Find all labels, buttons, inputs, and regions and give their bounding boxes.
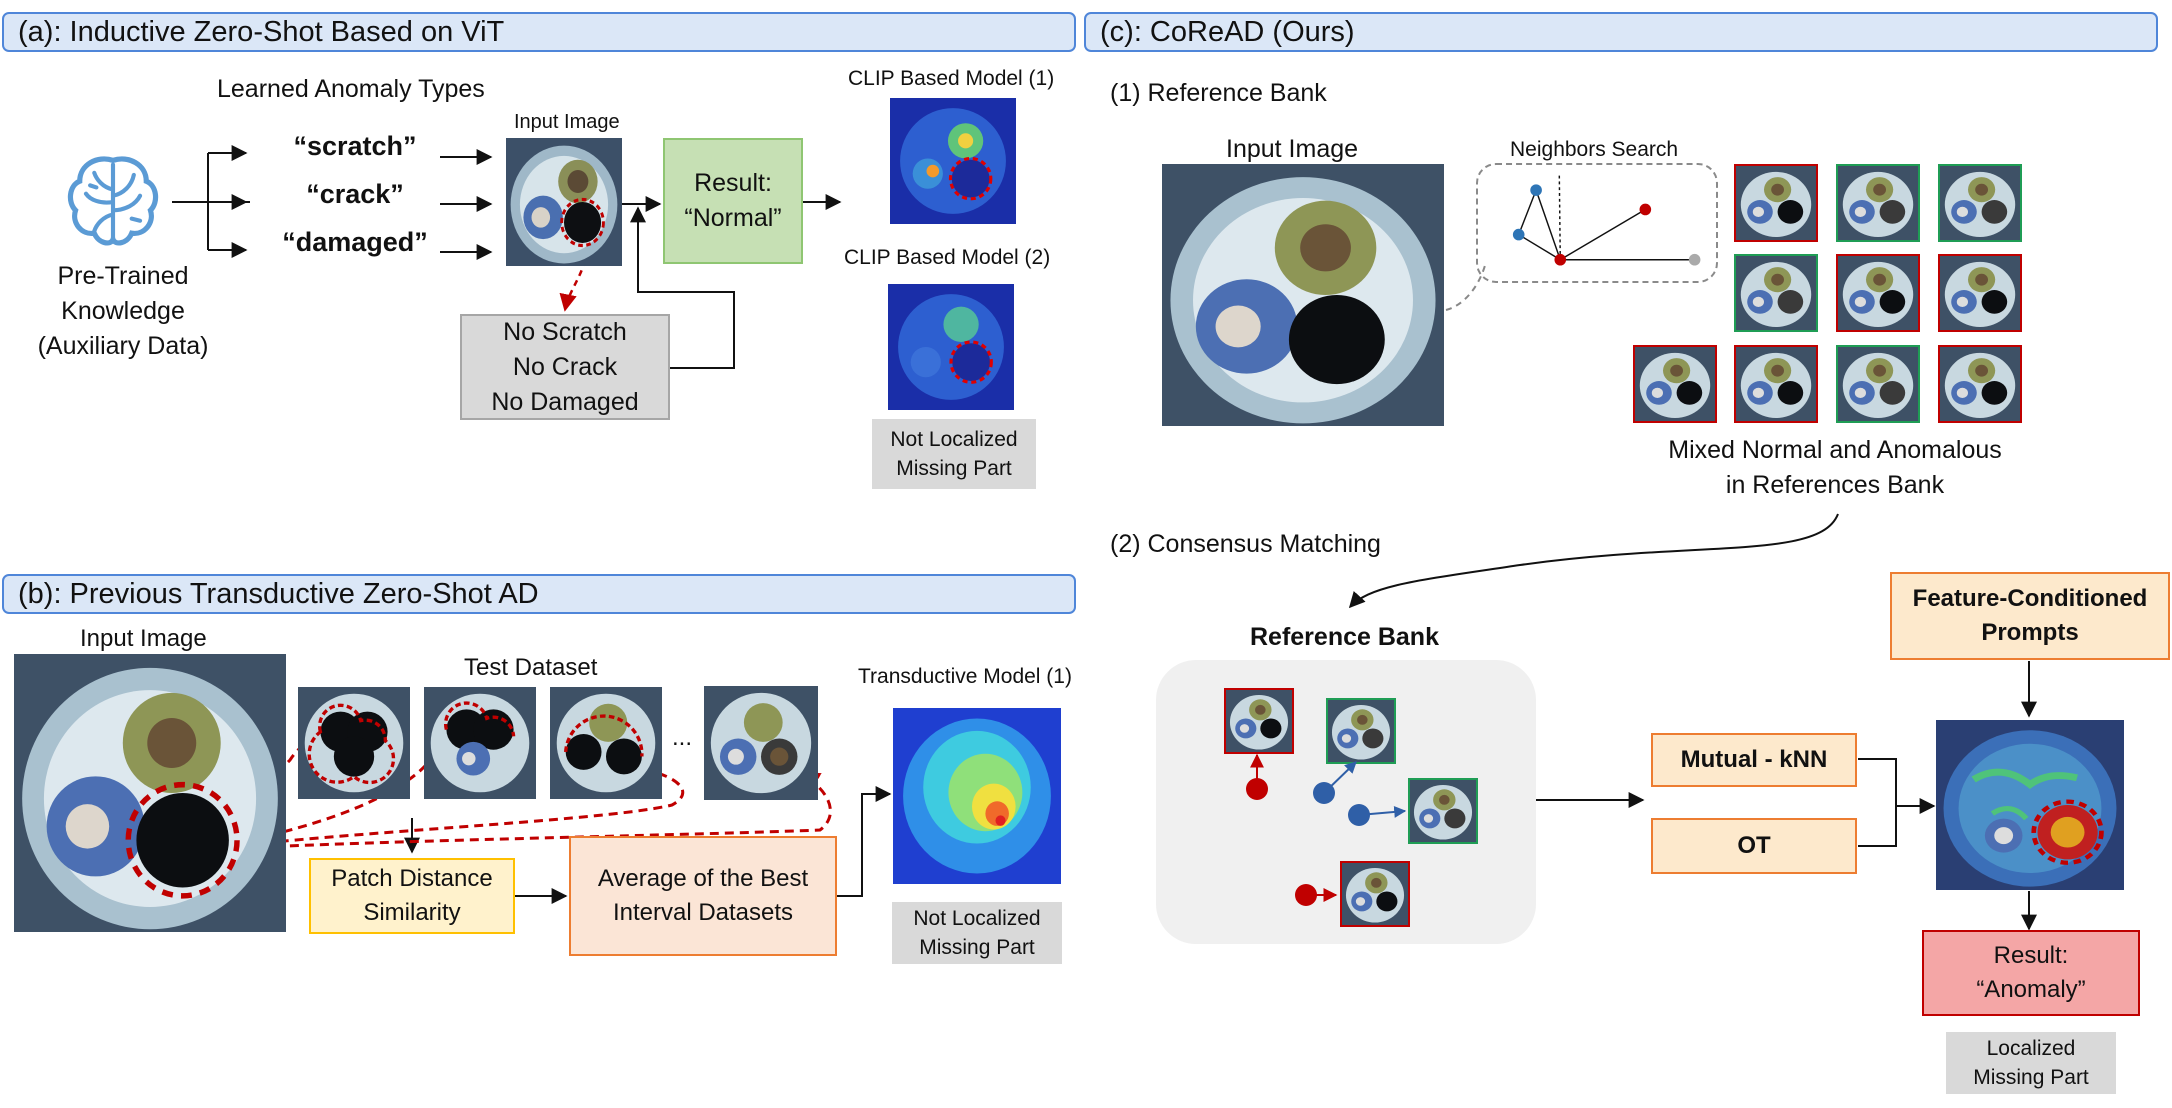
not-localized-line-b1: Not Localized xyxy=(913,907,1041,930)
reference-thumbnail-8 xyxy=(1734,345,1818,423)
result-normal-line-1: Result: xyxy=(694,169,772,197)
mixed-bank-caption: Mixed Normal and Anomalous in References… xyxy=(1640,433,2030,503)
average-best-interval-box: Average of the Best Interval Datasets xyxy=(569,836,837,956)
patch-distance-line-2: Similarity xyxy=(363,899,461,926)
localized-line-1: Localized xyxy=(1986,1037,2076,1060)
result-anomaly-line-1: Result: xyxy=(1993,942,2069,969)
no-anomaly-box: No Scratch No Crack No Damaged xyxy=(460,314,670,420)
input-to-no-anomaly-dashed-arrow xyxy=(559,237,588,312)
bank-to-reference-curve xyxy=(1348,513,1839,609)
test-dataset-image-3 xyxy=(550,686,662,800)
knowledge-line-2: Knowledge xyxy=(61,297,185,325)
not-localized-line-a2: Missing Part xyxy=(896,457,1012,480)
test-dataset-ellipsis: ... xyxy=(672,724,693,751)
reference-thumbnail-5 xyxy=(1836,254,1920,332)
neighbors-search-label: Neighbors Search xyxy=(1510,138,1679,161)
feature-conditioned-prompts-box: Feature-Conditioned Prompts xyxy=(1890,572,2170,660)
panel-a-title: (a): Inductive Zero-Shot Based on ViT xyxy=(18,15,505,48)
panel-b-title: (b): Previous Transductive Zero-Shot AD xyxy=(18,577,539,610)
learned-anomaly-types-label: Learned Anomaly Types xyxy=(217,75,485,103)
test-dataset-label: Test Dataset xyxy=(464,654,598,681)
not-localized-line-b2: Missing Part xyxy=(919,936,1035,959)
reference-thumbnail-3 xyxy=(1938,164,2022,242)
no-crack-line: No Crack xyxy=(512,352,618,381)
mixed-line-2: in References Bank xyxy=(1725,471,1945,499)
no-scratch-line: No Scratch xyxy=(503,317,627,346)
type-scratch: “scratch” xyxy=(293,131,417,161)
result-anomaly-box: Result: “Anomaly” xyxy=(1922,930,2140,1016)
brain-icon xyxy=(60,150,166,254)
test-dataset-image-4 xyxy=(704,686,818,800)
knowledge-fork-arrows xyxy=(172,145,250,258)
result-normal-line-2: “Normal” xyxy=(684,204,782,232)
pretrained-knowledge-label: Pre-Trained Knowledge (Auxiliary Data) xyxy=(18,259,228,364)
bank-scatter-thumbnail-3 xyxy=(1408,778,1478,844)
transductive-heatmap xyxy=(893,708,1061,884)
result-normal-box: Result: “Normal” xyxy=(663,138,803,264)
type-crack: “crack” xyxy=(306,179,404,209)
reference-thumbnail-4 xyxy=(1734,254,1818,332)
panel-b-header: (b): Previous Transductive Zero-Shot AD xyxy=(2,574,1076,614)
step-1-label: (1) Reference Bank xyxy=(1110,79,1327,107)
result-anomaly-line-2: “Anomaly” xyxy=(1976,976,2086,1003)
bank-scatter-thumbnail-4 xyxy=(1340,861,1410,927)
panel-a-header: (a): Inductive Zero-Shot Based on ViT xyxy=(2,12,1076,52)
ot-box: OT xyxy=(1651,818,1857,874)
panel-b-not-localized-box: Not Localized Missing Part xyxy=(892,902,1062,964)
average-line-2: Interval Datasets xyxy=(612,899,794,926)
localized-missing-part-box: Localized Missing Part xyxy=(1946,1032,2116,1094)
prompts-line-1: Feature-Conditioned xyxy=(1912,585,2148,612)
coread-anomaly-heatmap xyxy=(1936,720,2124,890)
mixed-line-1: Mixed Normal and Anomalous xyxy=(1668,436,2002,464)
reference-thumbnail-1 xyxy=(1734,164,1818,242)
matching-merge-arrows xyxy=(1858,758,1936,847)
localized-line-2: Missing Part xyxy=(1973,1066,2089,1089)
reference-thumbnail-9 xyxy=(1836,345,1920,423)
no-damaged-line: No Damaged xyxy=(491,387,639,416)
panel-c-input-photo xyxy=(1162,164,1444,426)
type-damaged: “damaged” xyxy=(282,227,428,257)
reference-thumbnail-6 xyxy=(1938,254,2022,332)
prompts-line-2: Prompts xyxy=(1981,619,2079,646)
knowledge-line-1: Pre-Trained xyxy=(57,262,189,290)
reference-thumbnail-10 xyxy=(1938,345,2022,423)
type-to-image-arrows xyxy=(440,149,493,260)
panel-a-not-localized-box: Not Localized Missing Part xyxy=(872,419,1036,489)
panel-b-input-photo xyxy=(14,654,286,932)
panel-c-header: (c): CoReAD (Ours) xyxy=(1084,12,2158,52)
test-dataset-image-1 xyxy=(298,686,410,800)
reference-thumbnail-7 xyxy=(1633,345,1717,423)
clip-model-2-heatmap xyxy=(888,284,1014,410)
cable-photo xyxy=(506,138,622,266)
panel-c-title: (c): CoReAD (Ours) xyxy=(1100,15,1355,48)
mutual-knn-label: Mutual - kNN xyxy=(1680,746,1828,773)
mutual-knn-box: Mutual - kNN xyxy=(1651,733,1857,787)
bank-scatter-thumbnail-2 xyxy=(1326,698,1396,764)
panel-c-input-image-label: Input Image xyxy=(1226,135,1359,163)
patch-distance-line-1: Patch Distance xyxy=(331,865,493,892)
transductive-model-label: Transductive Model (1) xyxy=(858,665,1072,688)
panel-a-input-image-label: Input Image xyxy=(514,111,620,133)
average-line-1: Average of the Best xyxy=(597,865,809,892)
reference-bank-title: Reference Bank xyxy=(1250,623,1439,651)
neighbors-search-box xyxy=(1476,163,1718,283)
clip-model-1-label: CLIP Based Model (1) xyxy=(848,67,1055,90)
patch-distance-box: Patch Distance Similarity xyxy=(309,858,515,934)
clip-model-2-label: CLIP Based Model (2) xyxy=(844,246,1051,269)
clip-model-1-heatmap xyxy=(890,98,1016,224)
knowledge-line-3: (Auxiliary Data) xyxy=(37,332,209,360)
not-localized-line-a1: Not Localized xyxy=(890,428,1018,451)
ot-label: OT xyxy=(1737,832,1771,859)
bank-scatter-thumbnail-1 xyxy=(1224,688,1294,754)
panel-b-input-image-label: Input Image xyxy=(80,625,207,652)
test-dataset-image-2 xyxy=(424,686,536,800)
step-2-label: (2) Consensus Matching xyxy=(1110,530,1381,558)
reference-thumbnail-2 xyxy=(1836,164,1920,242)
panel-b-flow-arrows xyxy=(404,786,892,904)
